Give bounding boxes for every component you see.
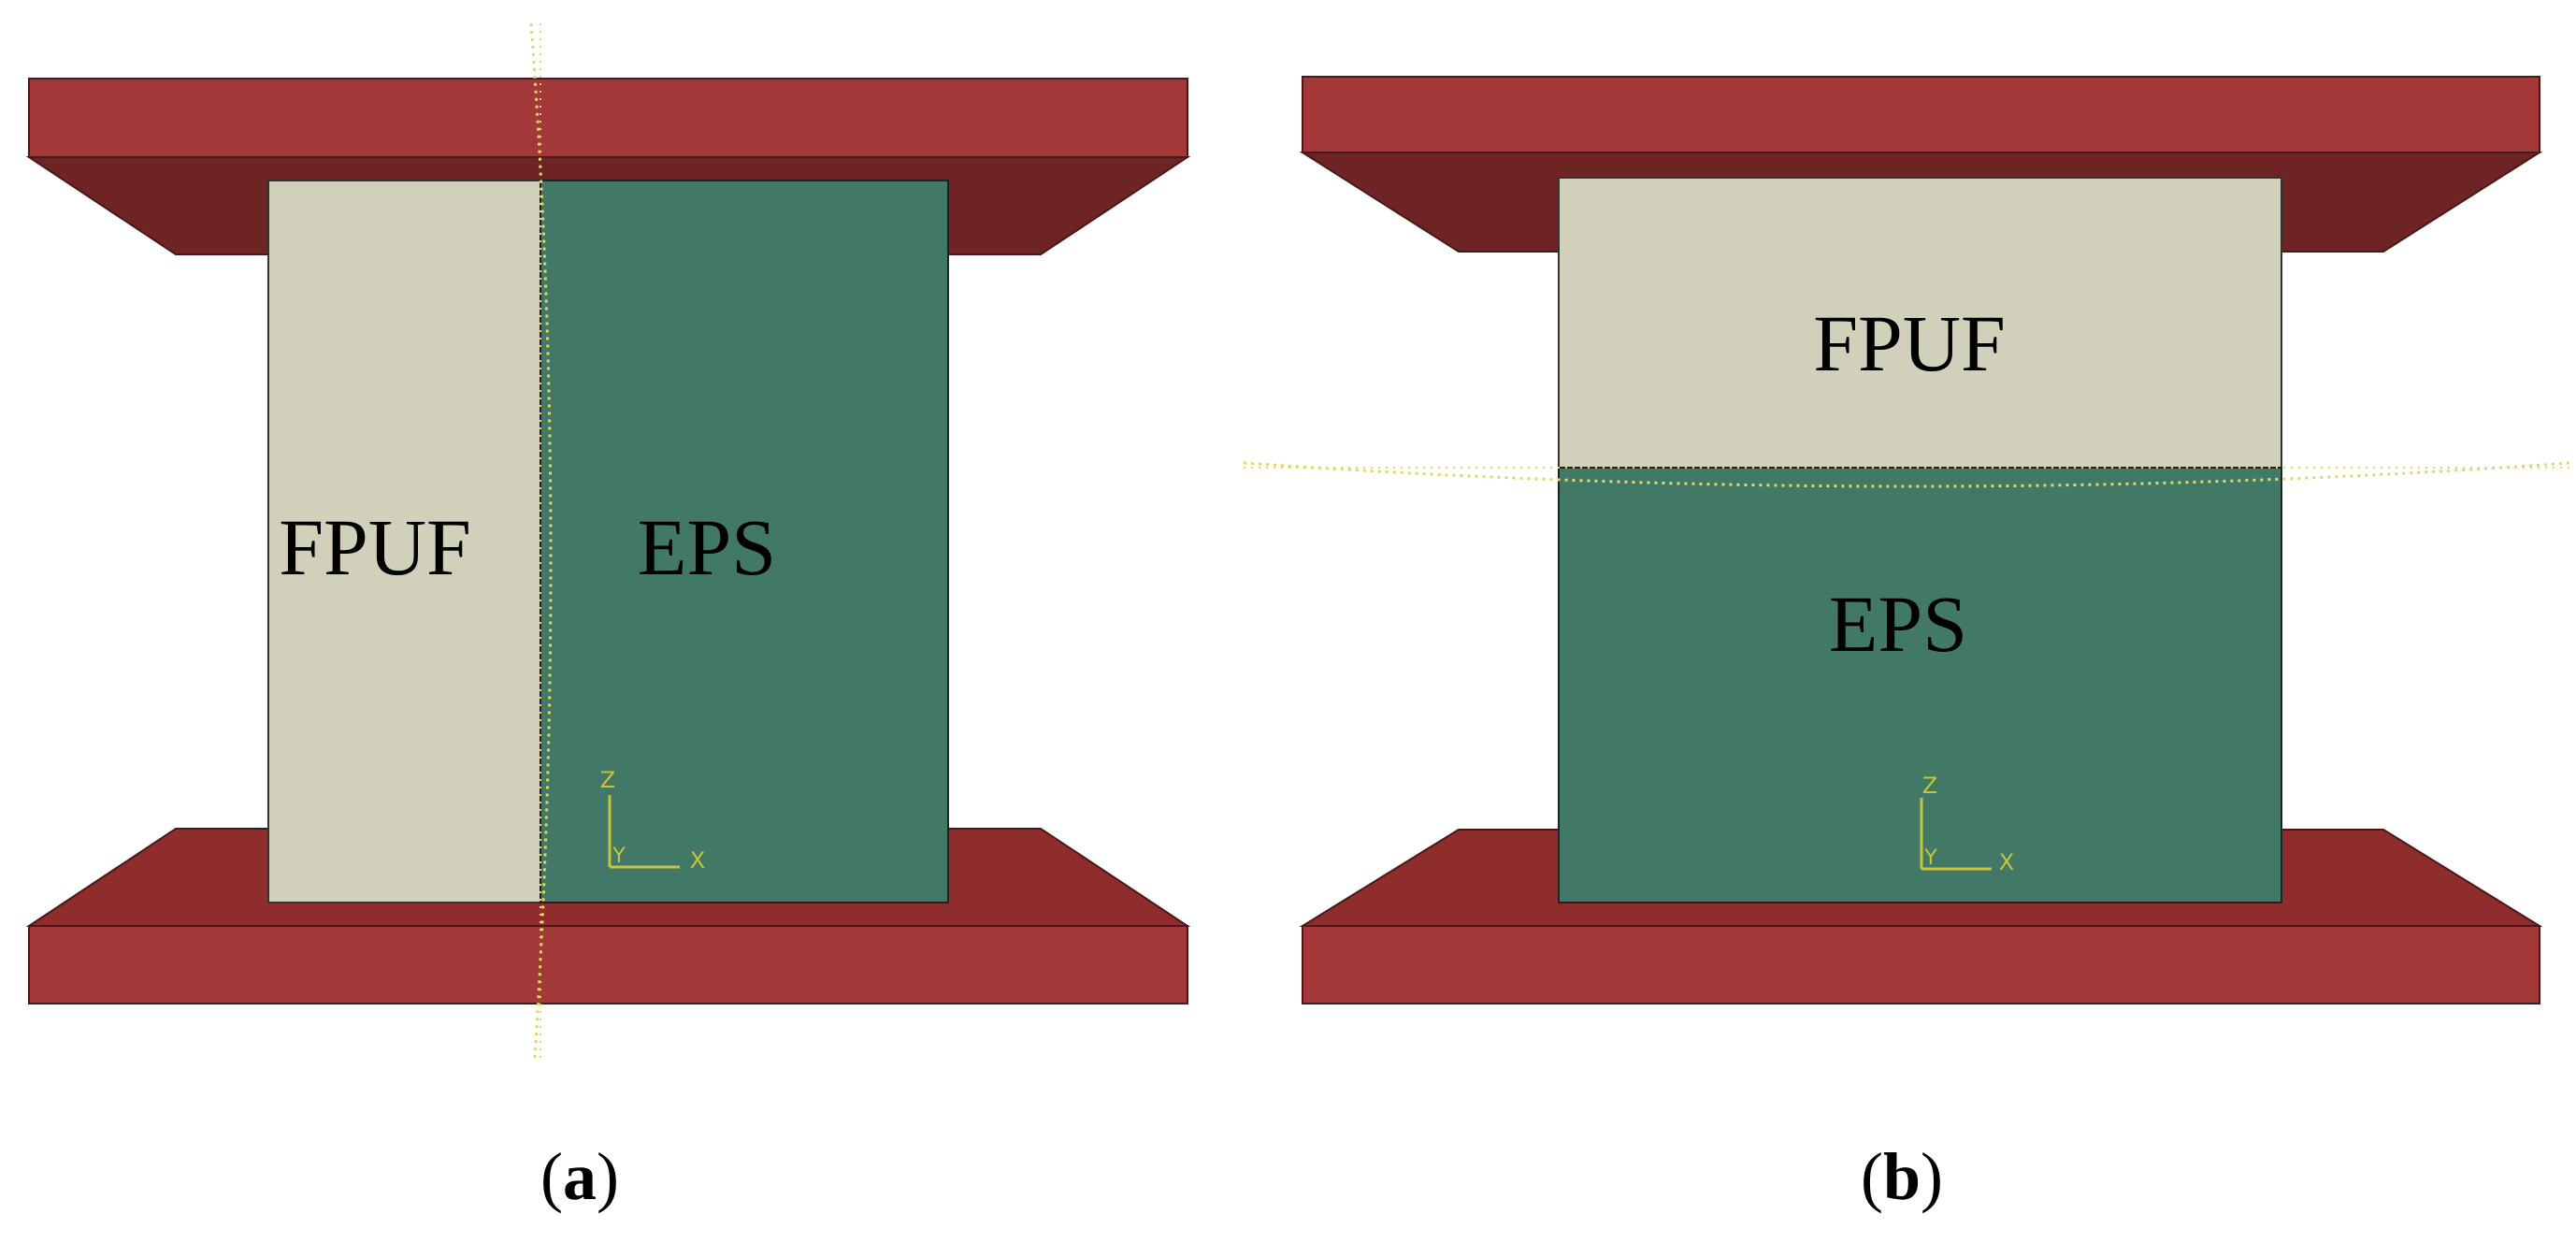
caption-a: (a)	[540, 1139, 619, 1214]
interface-line-b	[1243, 461, 2570, 488]
eps-label-b: EPS	[1829, 579, 1967, 669]
caption-b: (b)	[1861, 1139, 1943, 1214]
axis-y-label-a: Y	[612, 845, 626, 868]
top-plate-a-front	[28, 78, 1188, 158]
bottom-plate-b-front	[1302, 925, 2540, 1005]
axis-triad-b: Z Y X	[1920, 773, 2014, 875]
axis-x-label-a: X	[690, 847, 705, 874]
eps-block-a	[540, 180, 949, 903]
fpuf-block-b	[1558, 177, 2282, 469]
panel-b: FPUF EPS Z Y X (b)	[1243, 76, 2570, 1214]
interface-line-a	[529, 22, 553, 1060]
fpuf-label-b: FPUF	[1813, 298, 2006, 388]
axis-y-label-b: Y	[1923, 846, 1937, 870]
eps-label-a: EPS	[638, 502, 776, 592]
axis-z-label-b: Z	[1922, 773, 1937, 799]
bottom-plate-a-front	[28, 925, 1188, 1005]
axis-triad-a: Z Y X	[600, 767, 705, 874]
panel-a: FPUF EPS Z Y X (a)	[25, 22, 1191, 1214]
axis-z-label-a: Z	[600, 767, 615, 793]
fpuf-block-a	[267, 180, 541, 903]
axis-x-label-b: X	[1999, 849, 2014, 875]
fpuf-label-a: FPUF	[279, 502, 471, 592]
top-plate-b-front	[1302, 76, 2540, 153]
